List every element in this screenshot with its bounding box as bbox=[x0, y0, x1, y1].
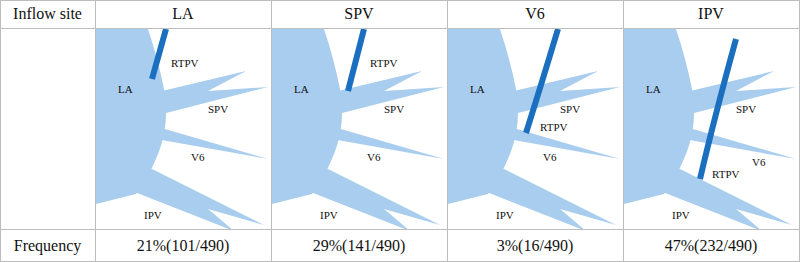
part-name: SPV bbox=[208, 103, 228, 116]
table-cell: 47%(232/490) bbox=[623, 230, 799, 262]
part-name: IPV bbox=[144, 209, 162, 222]
part-name: V6 bbox=[191, 151, 204, 164]
part-name: LA bbox=[470, 83, 485, 96]
part-name: LA bbox=[294, 83, 309, 96]
part-name: SPV bbox=[384, 103, 404, 116]
part-name: IPV bbox=[320, 209, 338, 222]
part-name: IPV bbox=[672, 209, 690, 222]
part-name: SPV bbox=[736, 103, 756, 116]
table-cell: 29%(141/490) bbox=[271, 230, 447, 262]
part-name: RTPV bbox=[540, 121, 567, 134]
part-name: SPV bbox=[560, 103, 580, 116]
part-name: IPV bbox=[496, 209, 514, 222]
part-name: LA bbox=[646, 83, 661, 96]
row-header: Inflow site bbox=[0, 0, 95, 28]
column-header: LA bbox=[95, 0, 271, 28]
table-cell: 21%(101/490) bbox=[95, 230, 271, 262]
column-header: V6 bbox=[447, 0, 623, 28]
part-name: RTPV bbox=[370, 57, 397, 70]
part-name: LA bbox=[118, 83, 133, 96]
part-name: RTPV bbox=[171, 57, 198, 70]
column-header: IPV bbox=[623, 0, 799, 28]
part-name: V6 bbox=[543, 151, 556, 164]
table-cell: 3%(16/490) bbox=[447, 230, 623, 262]
column-header: SPV bbox=[271, 0, 447, 28]
part-name: RTPV bbox=[712, 168, 739, 181]
part-name: V6 bbox=[367, 151, 380, 164]
row-header: Frequency bbox=[0, 230, 95, 262]
part-name: V6 bbox=[752, 156, 765, 169]
